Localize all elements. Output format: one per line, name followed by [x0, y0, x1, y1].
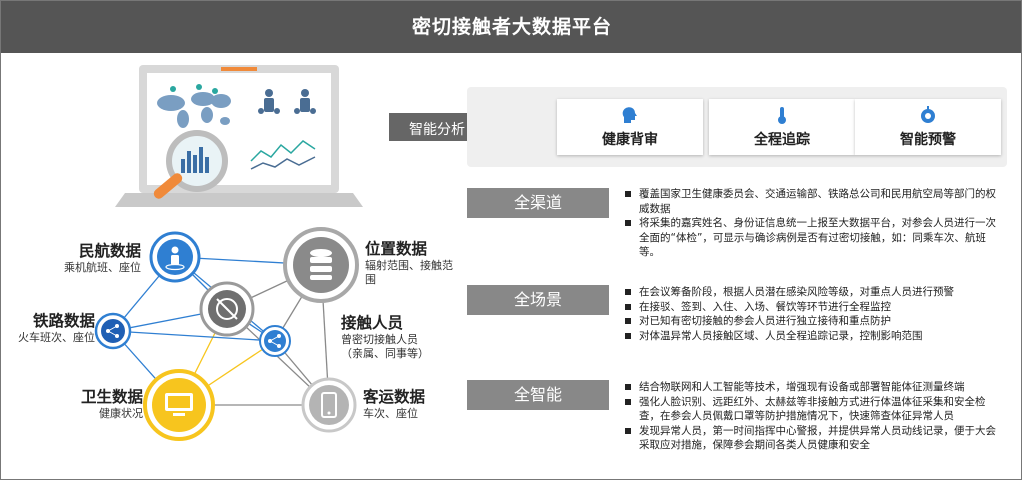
bullet-item: 覆盖国家卫生健康委员会、交通运输部、铁路总公司和民用航空局等部门的权威数据 [623, 187, 999, 216]
center-hub-node [199, 281, 255, 337]
bullet-item: 在会议筹备阶段，根据人员潜在感染风险等级，对重点人员进行预警 [623, 285, 999, 300]
bullet-item: 强化人脸识别、远距红外、太赫兹等非接触方式进行体温体征采集和安全检查，在参会人员… [623, 395, 999, 424]
bullet-item: 对已知有密切接触的参会人员进行独立接待和重点防护 [623, 314, 999, 329]
bullet-item: 结合物联网和人工智能等技术，增强现有设备或部署智能体征测量终端 [623, 380, 999, 395]
thermometer-icon [778, 107, 786, 124]
feature-card-smart-warning: 智能预警 [855, 99, 1001, 155]
contacts-node [259, 325, 291, 357]
location-label: 位置数据 辐射范围、接触范围 [365, 240, 453, 286]
feature-card-health-review: 健康背审 [557, 99, 703, 155]
feature-card-full-tracking: 全程追踪 [709, 99, 855, 155]
feature-label: 全程追踪 [754, 132, 810, 148]
bullets-all-intelligence: 结合物联网和人工智能等技术，增强现有设备或部署智能体征测量终端 强化人脸识别、远… [623, 380, 999, 453]
civil-aviation-label: 民航数据 乘机航班、座位 [64, 242, 141, 274]
laptop-illustration [115, 65, 363, 207]
transport-node [301, 377, 357, 433]
health-node [143, 369, 215, 441]
civil-aviation-node [149, 231, 201, 283]
feature-label: 智能预警 [900, 132, 956, 148]
bullet-item: 将采集的嘉宾姓名、身份证信息统一上报至大数据平台，对参会人员进行一次全面的“体检… [623, 216, 999, 260]
head-icon [622, 107, 637, 123]
arrow-label: 智能分析 [409, 122, 465, 138]
bullet-item: 在接驳、签到、入住、入场、餐饮等环节进行全程监控 [623, 300, 999, 315]
bullets-all-channel: 覆盖国家卫生健康委员会、交通运输部、铁路总公司和民用航空局等部门的权威数据 将采… [623, 187, 999, 260]
health-label: 卫生数据 健康状况 [80, 388, 143, 420]
transport-label: 客运数据 车次、座位 [363, 388, 426, 420]
bullet-item: 对体温异常人员接触区域、人员全程追踪记录，控制影响范围 [623, 329, 999, 344]
bullets-all-scenario: 在会议筹备阶段，根据人员潜在感染风险等级，对重点人员进行预警 在接驳、签到、入住… [623, 285, 999, 343]
contacts-label: 接触人员 曾密切接触人员（亲属、同事等） [341, 314, 429, 360]
bullet-item: 发现异常人员，第一时间指挥中心警报，并提供异常人员动线记录，便于大会采取应对措施… [623, 424, 999, 453]
data-source-network [94, 227, 359, 441]
tag-all-channel: 全渠道 [467, 188, 609, 218]
feature-label: 健康背审 [602, 132, 658, 148]
tag-all-scenario: 全场景 [467, 285, 609, 315]
tag-all-intelligence: 全智能 [467, 380, 609, 410]
location-node [283, 227, 359, 303]
warning-icon [921, 106, 935, 123]
page-title: 密切接触者大数据平台 [1, 1, 1021, 53]
railway-label: 铁路数据 火车班次、座位 [18, 312, 95, 344]
railway-node [94, 312, 132, 350]
